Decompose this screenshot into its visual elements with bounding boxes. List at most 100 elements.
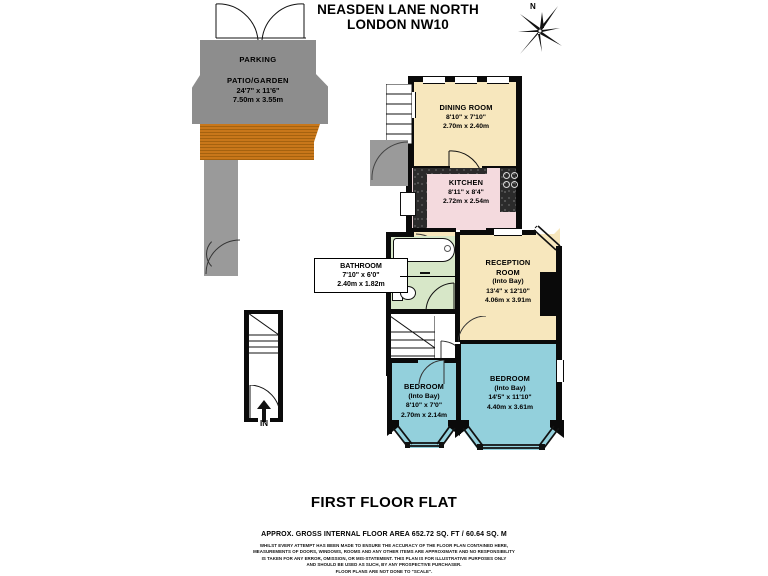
dining-room-floor [412,80,520,168]
bedroom-large-label: BEDROOM (Into Bay) 14'5" x 11'10" 4.40m … [462,374,558,412]
external-door-swing-icon [371,141,409,181]
disclaimer-line-5: FLOOR PLANS ARE NOT DONE TO "SCALE". [335,568,433,574]
bathroom-dim-imperial: 7'10" x 6'0" [342,271,380,279]
bathroom-wall-top [386,232,414,237]
reception-room-dim-metric: 4.06m x 3.91m [484,297,532,304]
patio-door-arc-icon [206,236,242,272]
path-edge-bottom [200,276,242,280]
dining-window-2 [455,76,477,84]
bathroom-wall-bottom [386,309,460,314]
kitchen-name: KITCHEN [448,178,484,187]
dining-room-label: DINING ROOM 8'10" x 7'10" 2.70m x 2.40m [412,103,520,132]
reception-chimney-breast [540,272,558,316]
patio-dim-imperial: 24'7" x 11'6" [236,85,280,95]
garage-doors-icon [215,3,306,41]
reception-wall-right [556,246,562,346]
path-edge-right [238,160,242,282]
patio-name: PATIO/GARDEN [227,76,289,85]
front-door-swing-icon [249,385,281,418]
reception-room-name: RECEPTION [485,258,531,267]
entrance-stairs-icon [248,313,279,357]
compass-north-label: N [530,2,536,11]
page-title: NEASDEN LANE NORTH LONDON NW10 [268,2,528,32]
entrance-wall-bottom-left [244,418,258,422]
kitchen-wall-right [516,166,522,234]
external-stairs-icon [386,84,412,144]
bathroom-dim-metric: 2.40m x 1.82m [337,281,385,288]
hall-wall-left [386,314,391,376]
kitchen-label: KITCHEN 8'11" x 8'4" 2.72m x 2.54m [414,178,518,207]
entrance-wall-left [244,310,249,422]
bathroom-wall-right [455,232,460,314]
hob-ring-1 [503,172,510,179]
parking-label: PARKING [239,55,277,64]
bathroom-name: BATHROOM [340,261,382,270]
bath-tap-icon [444,245,451,252]
gross-area-text: APPROX. GROSS INTERNAL FLOOR AREA 652.72… [261,531,507,538]
patio-garden-label: PATIO/GARDEN 24'7" x 11'6" 7.50m x 3.55m [196,76,320,105]
patio-left-wing [192,72,202,124]
bathroom-callout-leader [400,276,456,277]
disclaimer-text: WHILST EVERY ATTEMPT HAS BEEN MADE TO EN… [0,543,768,575]
reception-room-dim-imperial: 13'4" x 12'10" [486,287,530,295]
towel-rail-icon [420,272,430,274]
disclaimer-line-1: WHILST EVERY ATTEMPT HAS BEEN MADE TO EN… [259,543,509,548]
entrance-wall-right [278,310,283,422]
bathroom-door-swing-icon [425,282,455,311]
path-edge-left [200,160,204,282]
patio-door-swing-icon [205,239,241,275]
reception-window-top [494,228,522,236]
address-line-2: LONDON NW10 [347,17,449,32]
up-arrow-icon [257,400,271,422]
bedroom-large-wall-right [556,344,562,422]
bedroom-small-label: BEDROOM (Into Bay) 8'10" x 7'0" 2.70m x … [392,382,456,420]
hob-ring-3 [503,181,510,188]
dining-window-3 [487,76,509,84]
bedroom-large-wall-left [455,344,461,434]
disclaimer-line-4: AND SHOULD BE USED AS SUCH, BY ANY PROSP… [306,562,462,568]
parking-slab [200,40,316,124]
bedroom-small-note: (Into Bay) [408,392,440,400]
dining-room-dim-metric: 2.70m x 2.40m [442,123,490,130]
patio-dim-metric: 7.50m x 3.55m [232,95,284,104]
kitchen-dim-metric: 2.72m x 2.54m [442,198,490,205]
decking-strip [200,124,314,160]
bedroom-large-dim-metric: 4.40m x 3.61m [486,403,534,411]
reception-room-name2: ROOM [496,267,520,277]
bedroom-large-bay-window [462,425,560,450]
hall-wall-right-upper [455,314,460,342]
hob-ring-2 [511,172,518,179]
reception-corner-window [533,225,561,251]
reception-door-swing-icon [458,316,486,343]
bedroom-large-dim-imperial: 14'5" x 11'10" [488,394,532,401]
kitchen-wall-bottom-left [406,228,456,234]
dining-room-name: DINING ROOM [439,103,493,112]
compass-rose-icon: N [512,2,568,58]
address-line-1: NEASDEN LANE NORTH [317,2,479,17]
bedroom-large-window-right [556,360,564,382]
bedroom-small-door-icon [418,360,445,385]
kitchen-dim-imperial: 8'11" x 8'4" [448,188,484,196]
kitchen-counter-right [500,168,516,212]
bathroom-callout-label: BATHROOM 7'10" x 6'0" 2.40m x 1.82m [314,258,408,293]
bedroom-small-bay-window [392,425,456,448]
bedroom-large-note: (Into Bay) [494,384,526,392]
kitchen-sink-icon [400,192,416,216]
dining-window-1 [423,76,445,84]
reception-room-note: (Into Bay) [492,278,524,285]
disclaimer-line-2: MEASUREMENTS OF DOORS, WINDOWS, ROOMS AN… [253,549,515,555]
reception-wall-bottom [460,340,560,346]
entrance-in-label: IN [260,419,268,428]
compass-star-icon [518,6,562,54]
reception-room-label: RECEPTION ROOM (Into Bay) 13'4" x 12'10"… [462,258,554,306]
flat-wall-left-joint [386,232,391,236]
entrance-wall-bottom-right [270,418,283,422]
patio-right-wing [314,72,328,124]
bedroom-small-wall-left [387,362,392,434]
bedroom-large-floor [460,344,560,428]
bedroom-small-dim-imperial: 8'10" x 7'0" [405,402,443,409]
bedroom-large-name: BEDROOM [490,374,530,383]
dining-wall-right [516,76,522,172]
bedroom-small-name: BEDROOM [404,382,444,391]
